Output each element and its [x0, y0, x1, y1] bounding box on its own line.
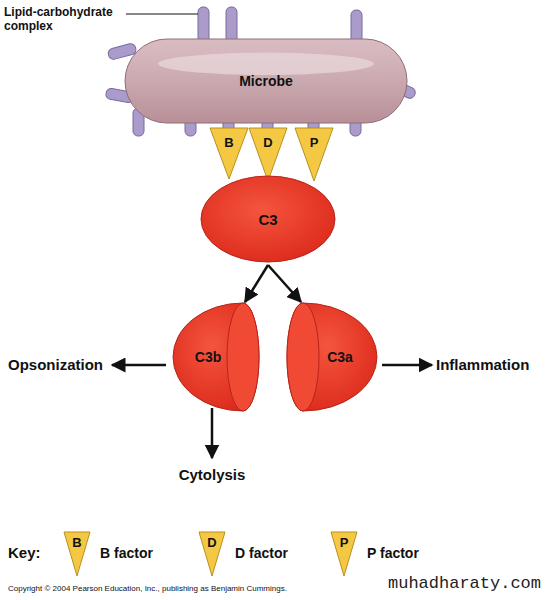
- legend-symbol-letter: P: [331, 535, 357, 550]
- cleavage-arrow: [245, 265, 268, 302]
- microbe-cell: Microbe: [124, 38, 408, 124]
- legend-text: B factor: [100, 545, 153, 561]
- callout-label: Lipid-carbohydrate complex: [4, 5, 132, 33]
- lipid-stub: [226, 7, 237, 43]
- factor-triangle: P: [294, 127, 334, 182]
- outcome-arrow: [382, 364, 432, 367]
- factor-triangle: B: [209, 127, 249, 180]
- cleavage-face: [227, 303, 259, 411]
- fragment-body: [173, 303, 259, 411]
- fragment-body: [287, 303, 377, 411]
- protein-fragment: C3a: [286, 302, 378, 412]
- triangle-body: [210, 128, 248, 179]
- watermark: muhadharaty.com: [388, 574, 546, 594]
- outcome-arrow: [211, 408, 214, 458]
- cleavage-face: [287, 303, 319, 411]
- outcome-arrow: [112, 364, 166, 367]
- legend-text: P factor: [367, 545, 419, 561]
- protein-fragment: C3b: [172, 302, 260, 412]
- legend-symbol-letter: B: [64, 535, 90, 550]
- complement-protein: C3: [200, 175, 336, 263]
- legend-entry: B factor: [100, 545, 153, 561]
- legend-triangle: [199, 532, 225, 576]
- node-text: C3: [258, 211, 277, 228]
- outcome-label: Inflammation: [436, 356, 546, 374]
- copyright-note: Copyright © 2004 Pearson Education, Inc.…: [8, 584, 388, 594]
- legend-entry: P factor: [367, 545, 419, 561]
- legend-symbols: [64, 532, 357, 576]
- factor-triangle-outline: [209, 127, 249, 180]
- node-text: P: [310, 135, 319, 150]
- legend-triangle: [64, 532, 90, 576]
- node-text: B: [224, 135, 233, 150]
- cleavage-arrow: [268, 265, 301, 302]
- node-text: D: [263, 135, 272, 150]
- leader-line: [126, 14, 198, 15]
- node-text: Microbe: [239, 73, 293, 89]
- legend-triangle: [331, 532, 357, 576]
- cell-body: [125, 39, 407, 123]
- legend-entry: D factor: [235, 545, 288, 561]
- legend-heading: Key:: [8, 544, 58, 562]
- outcome-label: Opsonization: [8, 356, 118, 374]
- legend-symbol-letter: D: [199, 535, 225, 550]
- triangle-body: [249, 128, 287, 181]
- outcome-label: Cytolysis: [162, 466, 262, 484]
- factor-triangle: D: [248, 127, 288, 182]
- legend-text: D factor: [235, 545, 288, 561]
- node-text: C3b: [195, 349, 221, 365]
- lipid-stub: [198, 7, 209, 43]
- protein-body: [201, 176, 335, 262]
- cell-highlight: [158, 53, 374, 75]
- node-text: C3a: [327, 349, 353, 365]
- lipid-carbohydrate-stubs: [105, 7, 417, 136]
- triangle-body: [295, 128, 333, 181]
